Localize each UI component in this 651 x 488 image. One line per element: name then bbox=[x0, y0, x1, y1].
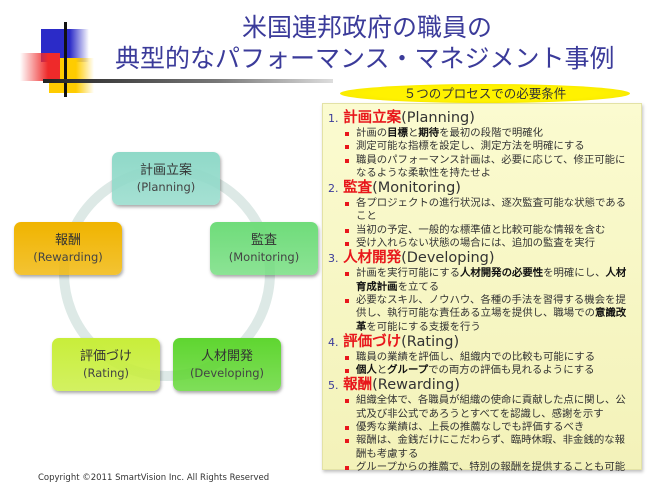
bullet-text: を可能にする支援を行う bbox=[366, 320, 481, 333]
bullet-item: 個人とグループでの両方の評価も見れるようにする bbox=[345, 364, 633, 377]
node-label-en: (Developing) bbox=[189, 365, 265, 380]
node-label-en: (Rating) bbox=[82, 365, 130, 380]
section-title-en: (Planning) bbox=[401, 110, 475, 126]
bullet-item: グループからの推薦で、特別の報酬を提供することも可能 bbox=[345, 461, 633, 474]
section-number: 3. bbox=[328, 252, 339, 266]
bullet-text: 人材開発の必要性 bbox=[460, 267, 544, 280]
section-number: 4. bbox=[328, 335, 339, 349]
section-title-jp: 人材開発 bbox=[343, 250, 402, 267]
section-heading: 2. 監査(Monitoring) bbox=[328, 180, 633, 197]
section-developing: 3. 人材開発(Developing)計画を実行可能にする人材開発の必要性を明確… bbox=[328, 250, 633, 333]
bullet-text: を立てる bbox=[397, 280, 440, 293]
bullet-text: グループ bbox=[387, 364, 429, 377]
slide-title-line2: 典型的なパフォーマンス・マネジメント事例 bbox=[115, 44, 615, 73]
bullet-item: 職員のパフォーマンス計画は、必要に応じて、修正可能になるような柔軟性を持たせよ bbox=[345, 154, 633, 181]
section-rewarding: 5. 報酬(Rewarding)組織全体で、各職員が組織の使命に貢献した点に関し… bbox=[328, 377, 633, 474]
cycle-node-planning: 計画立案(Planning) bbox=[112, 152, 220, 205]
requirements-header: ５つのプロセスでの必要条件 bbox=[340, 84, 630, 103]
bullet-item: 測定可能な指標を設定し、測定方法を明確にする bbox=[345, 140, 633, 153]
bullet-text: 期待 bbox=[418, 127, 440, 139]
node-label-jp: 監査 bbox=[250, 232, 277, 248]
section-heading: 4. 評価づけ(Rating) bbox=[328, 334, 633, 351]
bullet-text: 当初の予定、一般的な標準値と比較可能な情報を含む bbox=[356, 223, 606, 236]
bullet-item: 各プロジェクトの進行状況は、逐次監査可能な状態であること bbox=[345, 197, 633, 224]
bullet-text: 受け入れらない状態の場合には、追加の監査を実行 bbox=[356, 237, 595, 250]
cycle-node-rating: 評価づけ(Rating) bbox=[52, 338, 160, 391]
bullet-item: 計画の目標と期待を最初の段階で明確化 bbox=[345, 127, 633, 140]
section-title-en: (Developing) bbox=[401, 250, 495, 267]
cycle-node-rewarding: 報酬(Rewarding) bbox=[14, 222, 122, 275]
title-underline bbox=[43, 79, 333, 83]
section-title-jp: 監査 bbox=[343, 180, 373, 197]
bullet-item: 当初の予定、一般的な標準値と比較可能な情報を含む bbox=[345, 224, 633, 237]
bullet-item: 計画を実行可能にする人材開発の必要性を明確にし、人材育成計画を立てる bbox=[345, 267, 633, 294]
section-number: 5. bbox=[328, 379, 339, 393]
section-title-en: (Monitoring) bbox=[372, 180, 461, 197]
bullet-text: を明確にし、 bbox=[543, 267, 606, 280]
node-label-en: (Planning) bbox=[136, 179, 196, 194]
bullet-text: 職員のパフォーマンス計画は、必要に応じて、修正可能になるような柔軟性を持たせよ bbox=[356, 153, 626, 179]
bullet-text: での両方の評価も見れるようにする bbox=[428, 364, 595, 377]
bullet-item: 必要なスキル、ノウハウ、各種の手法を習得する機会を提供し、執行可能な責任ある立場… bbox=[345, 294, 633, 334]
bullet-text: 優秀な業績は、上長の推薦なしでも評価するべき bbox=[356, 421, 585, 434]
bullet-text: を最初の段階で明確化 bbox=[439, 127, 544, 139]
section-number: 1. bbox=[328, 112, 339, 125]
bullet-text: 計画の bbox=[356, 127, 388, 139]
bullet-text: 個人 bbox=[356, 364, 377, 377]
section-title-jp: 評価づけ bbox=[343, 333, 402, 350]
node-label-jp: 人材開発 bbox=[200, 348, 253, 364]
process-cycle-diagram: 計画立案(Planning) 監査(Monitoring) 人材開発(Develop… bbox=[0, 140, 320, 400]
bullet-item: 職員の業績を評価し、組織内での比較も可能にする bbox=[345, 351, 633, 364]
bullet-item: 組織全体で、各職員が組織の使命に貢献した点に関し、公式及び非公式であろうとすべて… bbox=[345, 394, 633, 421]
section-planning: 1. 計画立案(Planning)計画の目標と期待を最初の段階で明確化測定可能な… bbox=[328, 110, 633, 180]
section-monitoring: 2. 監査(Monitoring)各プロジェクトの進行状況は、逐次監査可能な状態… bbox=[328, 180, 633, 250]
bullet-text: 各プロジェクトの進行状況は、逐次監査可能な状態であること bbox=[356, 197, 627, 223]
section-heading: 1. 計画立案(Planning) bbox=[328, 110, 633, 127]
copyright: Copyright ©2011 SmartVision Inc. All Rig… bbox=[38, 473, 270, 483]
requirements-panel: 1. 計画立案(Planning)計画の目標と期待を最初の段階で明確化測定可能な… bbox=[322, 103, 642, 473]
section-title-jp: 計画立案 bbox=[343, 110, 402, 126]
bullet-text: と bbox=[407, 127, 419, 139]
bullet-item: 報酬は、金銭だけにこだわらず、臨時休暇、非金銭的な報酬も考慮する bbox=[345, 434, 633, 461]
cycle-node-monitoring: 監査(Monitoring) bbox=[210, 222, 318, 275]
bullet-text: グループからの推薦で、特別の報酬を提供することも可能 bbox=[356, 460, 626, 473]
node-label-jp: 評価づけ bbox=[79, 348, 132, 364]
bullet-text: 計画を実行可能にする bbox=[356, 267, 461, 280]
bullet-text: 組織全体で、各職員が組織の使命に貢献した点に関し、公式及び非公式であろうとすべて… bbox=[356, 394, 626, 420]
bullet-text: 職員の業績を評価し、組織内での比較も可能にする bbox=[356, 350, 596, 363]
cycle-node-developing: 人材開発(Developing) bbox=[173, 338, 281, 391]
bullet-text: 必要なスキル、ノウハウ、各種の手法を習得する機会を提供し、執行可能な責任ある立場… bbox=[356, 293, 626, 320]
bullet-text: 人材育成計画 bbox=[356, 267, 627, 293]
bullet-item: 優秀な業績は、上長の推薦なしでも評価するべき bbox=[345, 421, 633, 434]
node-label-jp: 報酬 bbox=[54, 232, 81, 248]
bullet-text: 目標 bbox=[387, 127, 408, 139]
bullet-text: 意識改革 bbox=[356, 307, 627, 333]
section-title-en: (Rating) bbox=[401, 333, 460, 350]
section-title-jp: 報酬 bbox=[343, 377, 373, 394]
bullet-item: 受け入れらない状態の場合には、追加の監査を実行 bbox=[345, 237, 633, 250]
slide-logo-decoration bbox=[20, 22, 94, 97]
section-heading: 3. 人材開発(Developing) bbox=[328, 250, 633, 267]
node-label-en: (Monitoring) bbox=[228, 249, 300, 264]
section-title-en: (Rewarding) bbox=[372, 377, 460, 394]
section-heading: 5. 報酬(Rewarding) bbox=[328, 377, 633, 394]
node-label-jp: 計画立案 bbox=[139, 162, 192, 178]
slide-title-line1: 米国連邦政府の職員の bbox=[242, 13, 493, 42]
bullet-text: と bbox=[376, 364, 388, 377]
section-number: 2. bbox=[328, 182, 339, 196]
node-label-en: (Rewarding) bbox=[33, 249, 103, 264]
section-rating: 4. 評価づけ(Rating)職員の業績を評価し、組織内での比較も可能にする個人… bbox=[328, 334, 633, 378]
bullet-text: 測定可能な指標を設定し、測定方法を明確にする bbox=[356, 140, 585, 153]
bullet-text: 報酬は、金銭だけにこだわらず、臨時休暇、非金銭的な報酬も考慮する bbox=[356, 434, 626, 460]
